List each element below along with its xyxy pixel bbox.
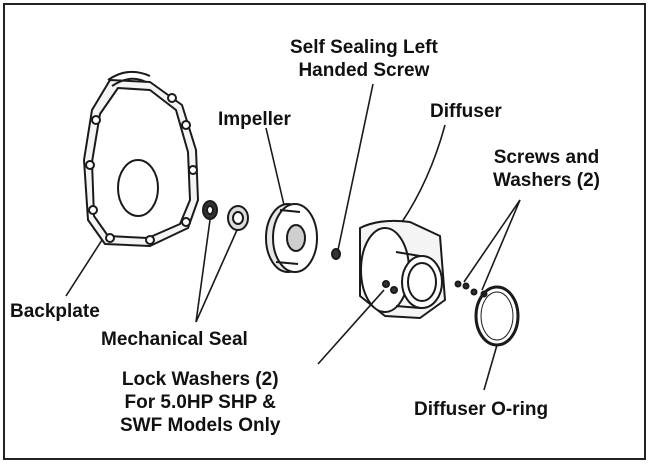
impeller-part — [265, 203, 318, 273]
backplate-part — [83, 70, 199, 247]
label-lock-washers-line3: SWF Models Only — [120, 415, 281, 436]
label-self-sealing-screw-line1: Self Sealing Left — [290, 37, 438, 58]
diffuser-oring-part — [474, 285, 520, 347]
label-self-sealing-screw: Self Sealing Left Handed Screw — [290, 36, 438, 82]
label-screws-washers-line2: Washers (2) — [493, 170, 600, 191]
label-screws-washers-line1: Screws and — [493, 147, 600, 168]
label-backplate: Backplate — [10, 301, 100, 322]
label-diffuser: Diffuser — [430, 101, 502, 122]
label-lock-washers-line1: Lock Washers (2) — [121, 369, 279, 390]
label-lock-washers: Lock Washers (2) For 5.0HP SHP & SWF Mod… — [120, 368, 280, 437]
label-self-sealing-screw-line2: Handed Screw — [298, 60, 430, 81]
leader-lines — [65, 83, 521, 391]
self-sealing-screw-part — [331, 248, 341, 260]
label-screws-washers: Screws and Washers (2) — [493, 146, 600, 192]
label-impeller: Impeller — [218, 109, 291, 130]
label-lock-washers-line2: For 5.0HP SHP & — [124, 392, 276, 413]
mechanical-seal-part — [202, 200, 249, 231]
label-mechanical-seal: Mechanical Seal — [101, 329, 248, 350]
label-diffuser-oring: Diffuser O-ring — [414, 399, 549, 420]
